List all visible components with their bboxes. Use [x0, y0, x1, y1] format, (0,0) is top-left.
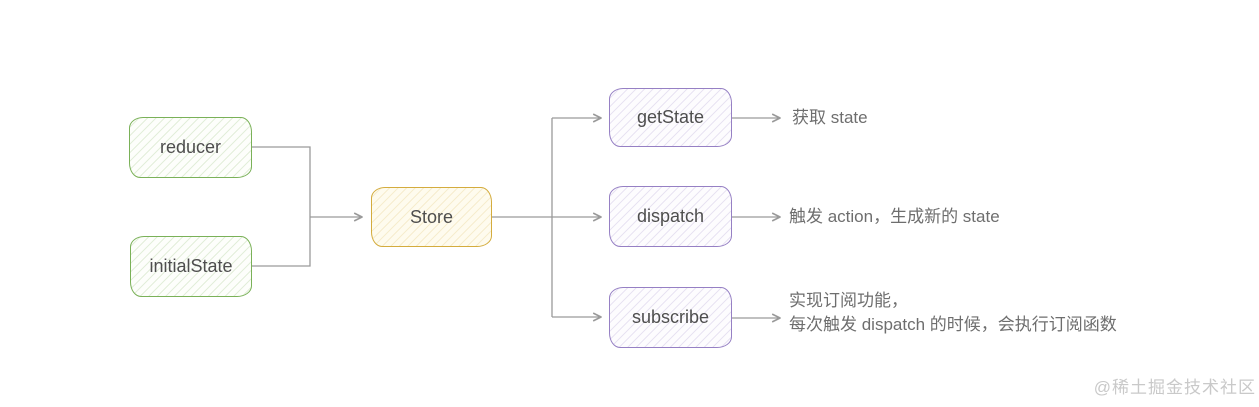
node-reducer: reducer: [129, 117, 252, 178]
node-initialstate: initialState: [130, 236, 252, 297]
annotation-dispatch: 触发 action，生成新的 state: [789, 205, 1000, 229]
annotation-line: 触发 action，生成新的 state: [789, 207, 1000, 226]
node-label: subscribe: [631, 307, 710, 327]
node-getstate: getState: [609, 88, 732, 147]
annotation-getstate: 获取 state: [792, 106, 868, 130]
node-label: initialState: [149, 256, 233, 276]
node-subscribe: subscribe: [609, 287, 732, 348]
node-label: Store: [409, 206, 454, 227]
node-store: Store: [371, 187, 492, 247]
node-label: getState: [636, 107, 705, 127]
annotation-line: 实现订阅功能，: [789, 291, 908, 310]
node-dispatch: dispatch: [609, 186, 732, 247]
annotation-subscribe: 实现订阅功能， 每次触发 dispatch 的时候，会执行订阅函数: [789, 289, 1117, 337]
watermark: @稀土掘金技术社区: [1093, 378, 1256, 397]
node-label: reducer: [159, 137, 222, 157]
edge-inputs-merge-bracket: [252, 146, 311, 267]
node-label: dispatch: [636, 206, 705, 226]
annotation-line: 每次触发 dispatch 的时候，会执行订阅函数: [789, 315, 1117, 334]
annotation-line: 获取 state: [792, 108, 868, 127]
